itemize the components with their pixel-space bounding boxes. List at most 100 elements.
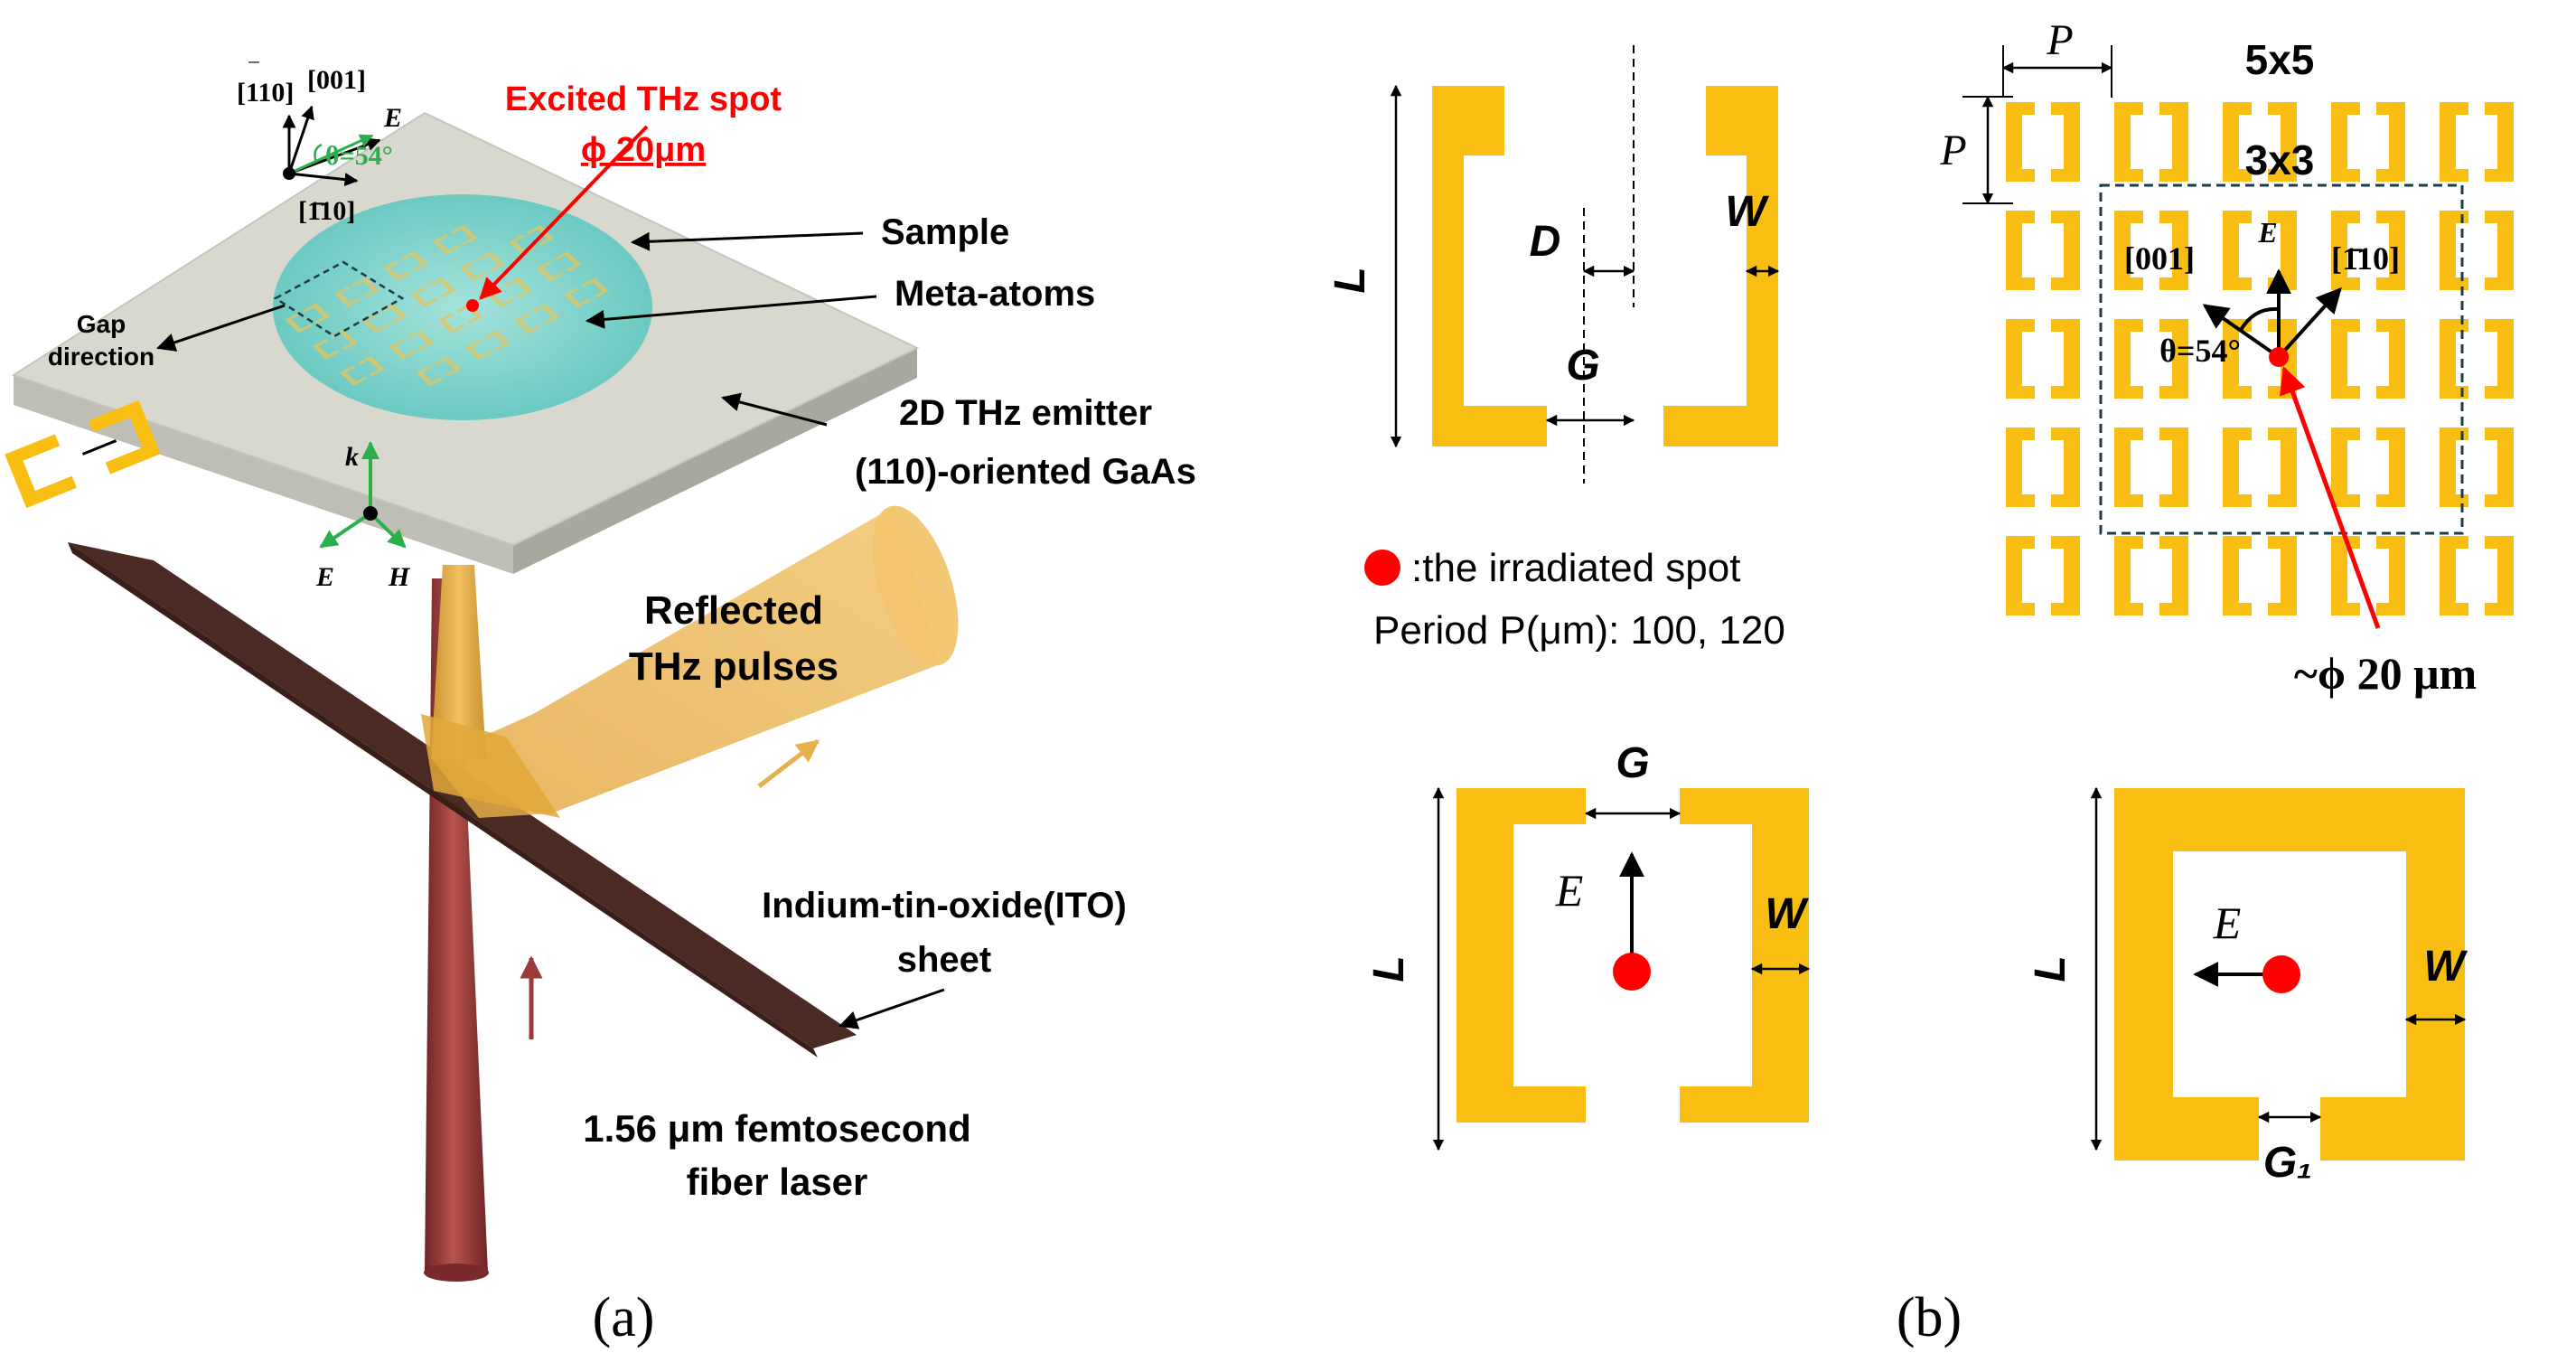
array-meta-atom — [2440, 536, 2514, 616]
array-meta-atom — [2006, 211, 2080, 290]
meta-atoms-pointer — [585, 295, 877, 329]
reflected-label-1: Reflected — [644, 588, 823, 633]
bottom-right-geometry: E W L G₁ — [2027, 786, 2468, 1187]
ito-label-2: sheet — [897, 940, 992, 980]
array-meta-atom — [2114, 428, 2188, 507]
array-meta-atom — [2440, 211, 2514, 290]
excited-spot-diameter: ϕ 20μm — [581, 131, 706, 169]
laser-label-1: 1.56 μm femtosecond — [583, 1107, 971, 1150]
meta-atom-icon — [5, 399, 161, 509]
br-G1-label: G₁ — [2263, 1139, 2312, 1187]
axis-1bar10-label: [1̄10] — [298, 196, 355, 226]
array-meta-atom — [2331, 102, 2405, 182]
br-L-label: L — [2027, 955, 2075, 982]
array-meta-atom — [2006, 536, 2080, 616]
sample-plate-side — [513, 348, 917, 574]
emitter-label-1: 2D THz emitter — [899, 393, 1152, 433]
bl-E-label: E — [1555, 865, 1584, 916]
bl-W-label: W — [1765, 890, 1809, 938]
array-meta-atom — [2440, 319, 2514, 399]
axis-110-bar: ‾ — [248, 60, 259, 89]
gap-direction-label-1: Gap — [77, 310, 126, 338]
array-dir-001: [001] — [2124, 240, 2195, 277]
array-meta-atom — [2006, 428, 2080, 507]
array-meta-atom — [2331, 536, 2405, 616]
axis-theta-label: θ=54° — [325, 141, 393, 171]
array-meta-atom — [2331, 211, 2405, 290]
emitter-pointer — [720, 392, 828, 427]
array-theta-label: θ=54° — [2159, 333, 2241, 369]
array-meta-atom — [2006, 102, 2080, 182]
unit-cell-dashed-box — [273, 260, 405, 338]
excited-spot-title: Excited THz spot — [505, 80, 782, 118]
reflected-label-2: THz pulses — [629, 644, 838, 689]
crystal-axes-top: [110] ‾ [001] E θ=54° [1̄10] — [237, 60, 402, 226]
legend-spot-dot — [1364, 550, 1400, 586]
legend-spot-text: :the irradiated spot — [1411, 546, 1740, 590]
laser-beam-base — [424, 1264, 489, 1282]
bl-G-label: G — [1616, 739, 1649, 787]
geom-G-label: G — [1566, 342, 1599, 390]
panel-b: L D W G :the irradiated spot Period P(μm… — [1326, 16, 2514, 1349]
emitter-label-2: (110)-oriented GaAs — [855, 452, 1196, 492]
br-W-label: W — [2423, 943, 2468, 991]
excited-spot-dot — [466, 299, 479, 312]
geom-L-label: L — [1326, 267, 1374, 293]
gap-direction-label-2: direction — [48, 343, 155, 371]
geom-W-label: W — [1725, 188, 1769, 236]
array-meta-atom — [2223, 102, 2297, 182]
br-E-label: E — [2213, 897, 2242, 948]
array-meta-atom — [2114, 319, 2188, 399]
reflected-thz-cone-end — [872, 505, 959, 666]
bl-L-label: L — [1365, 955, 1413, 982]
array-e-label: E — [2257, 216, 2277, 249]
array-spot-size-label: ~ϕ 20 μm — [2294, 648, 2477, 699]
thz-beam-column — [431, 565, 486, 759]
array-P-top: P — [2046, 16, 2073, 64]
array-spot-dot — [2269, 347, 2289, 367]
meta-atoms-label: Meta-atoms — [895, 274, 1095, 314]
thz-direction-arrow — [757, 739, 820, 788]
array-meta-atom — [2114, 536, 2188, 616]
array-meta-atom — [2331, 428, 2405, 507]
left-c-shape — [1432, 86, 1547, 446]
panel-a: Excited THz spot ϕ 20μm [110] ‾ [001] E … — [5, 60, 1196, 1349]
gap-direction-pointer — [156, 304, 286, 352]
thz-beam-sheet-intersection — [421, 714, 560, 818]
array-3x3-label: 3x3 — [2245, 136, 2315, 183]
array-meta-atom — [2223, 536, 2297, 616]
axis-110-label: [110] — [237, 78, 294, 108]
bottom-left-geometry: G E W L — [1365, 739, 1811, 1151]
excited-spot-pointer — [479, 125, 649, 300]
array-meta-atom — [2114, 211, 2188, 290]
reflected-thz-cone — [432, 506, 940, 818]
geom-D-label: D — [1530, 218, 1561, 266]
array-meta-atom — [2440, 428, 2514, 507]
field-axes: k E H — [315, 441, 411, 592]
array-5x5-label: 5x5 — [2245, 36, 2315, 83]
array-P-side: P — [1939, 127, 1966, 174]
legend-period-text: Period P(μm): 100, 120 — [1373, 608, 1785, 653]
field-h-label: H — [388, 562, 411, 592]
array-spot-pointer — [2280, 366, 2381, 629]
array-meta-atom — [2006, 319, 2080, 399]
meta-atom-array-5x5 — [2006, 102, 2514, 616]
laser-label-2: fiber laser — [687, 1161, 868, 1203]
axis-001-label: [001] — [307, 65, 366, 95]
sample-pointer — [630, 231, 864, 251]
ito-sheet-edge — [68, 542, 818, 1057]
array-meta-atom — [2114, 102, 2188, 182]
array-meta-atom — [2331, 319, 2405, 399]
array-dir-1bar10: [1̄10] — [2331, 240, 2400, 277]
array-meta-atom — [2223, 428, 2297, 507]
panel-b-caption: (b) — [1897, 1287, 1962, 1349]
array-meta-atom — [2440, 102, 2514, 182]
sample-label: Sample — [881, 212, 1009, 252]
ito-pointer — [838, 988, 945, 1029]
right-c-shape — [1663, 86, 1778, 446]
ito-label-1: Indium-tin-oxide(ITO) — [762, 886, 1127, 926]
axis-e-label: E — [383, 103, 402, 133]
panel-a-caption: (a) — [593, 1287, 655, 1349]
